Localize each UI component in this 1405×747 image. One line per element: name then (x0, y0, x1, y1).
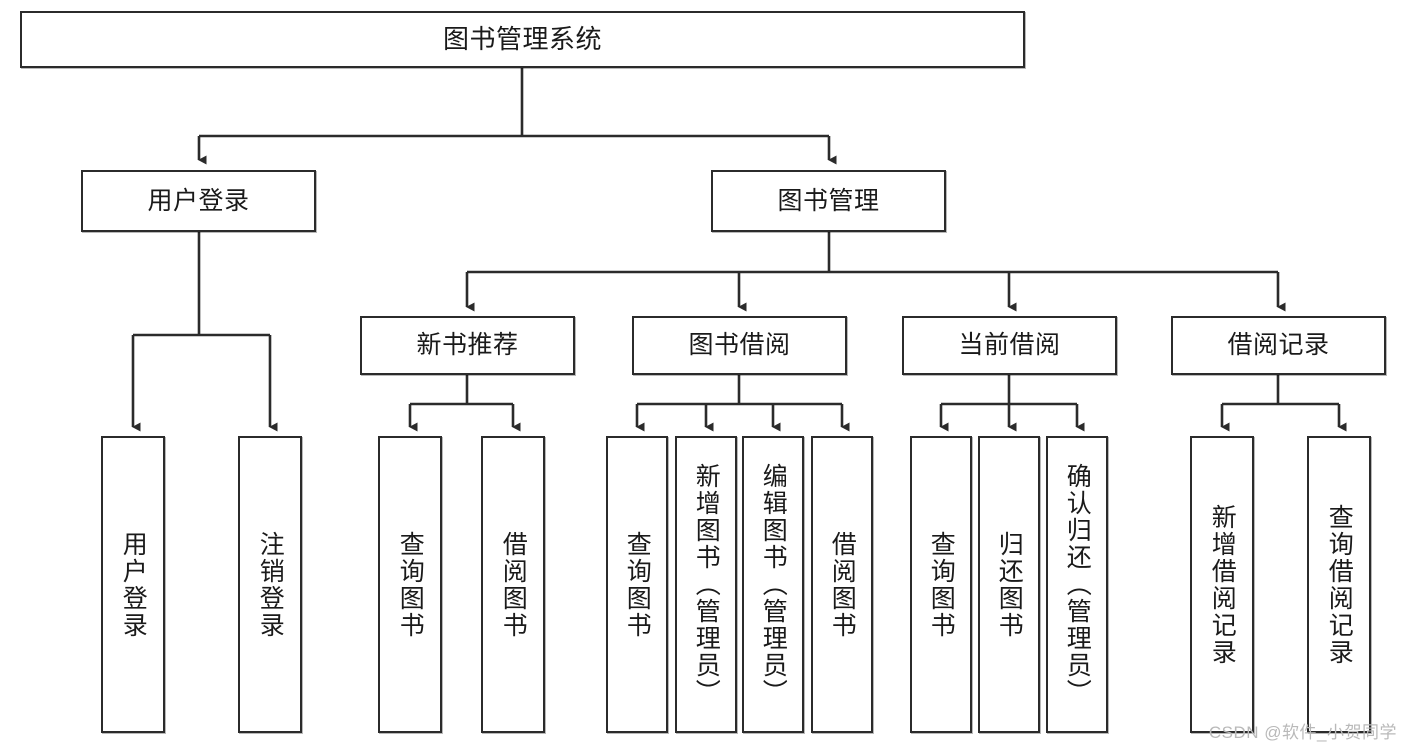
node-borrow-record[interactable]: 借阅记录 (1171, 316, 1386, 375)
node-label: 新增借阅记录 (1208, 503, 1237, 666)
leaf-user-login-signin[interactable]: 用户登录 (101, 436, 165, 733)
node-label: 借阅图书 (828, 530, 857, 639)
node-label: 用户登录 (119, 530, 148, 639)
node-label: 图书管理系统 (442, 23, 602, 54)
leaf-book-borrow-lend[interactable]: 借阅图书 (811, 436, 873, 733)
node-label: 图书借阅 (688, 331, 791, 360)
node-label: 查询图书 (396, 530, 425, 639)
node-label: 注销登录 (256, 530, 285, 639)
leaf-user-login-signout[interactable]: 注销登录 (238, 436, 302, 733)
node-label: 借阅记录 (1227, 331, 1330, 360)
node-user-login[interactable]: 用户登录 (81, 170, 316, 232)
node-label: 归还图书 (995, 530, 1024, 639)
node-label: 确认归还（管理员） (1063, 463, 1092, 706)
node-new-book-recommend[interactable]: 新书推荐 (360, 316, 575, 375)
leaf-new-book-query[interactable]: 查询图书 (378, 436, 442, 733)
leaf-book-borrow-edit[interactable]: 编辑图书（管理员） (742, 436, 804, 733)
leaf-borrow-record-add[interactable]: 新增借阅记录 (1190, 436, 1254, 733)
node-book-management[interactable]: 图书管理 (711, 170, 946, 232)
node-label: 查询借阅记录 (1325, 503, 1354, 666)
leaf-new-book-borrow[interactable]: 借阅图书 (481, 436, 545, 733)
node-label: 新增图书（管理员） (692, 463, 721, 706)
leaf-book-borrow-query[interactable]: 查询图书 (606, 436, 668, 733)
node-book-borrow[interactable]: 图书借阅 (632, 316, 847, 375)
node-root-system[interactable]: 图书管理系统 (20, 11, 1025, 68)
node-label: 查询图书 (623, 530, 652, 639)
leaf-current-borrow-confirm-return[interactable]: 确认归还（管理员） (1046, 436, 1108, 733)
leaf-current-borrow-query[interactable]: 查询图书 (910, 436, 972, 733)
watermark-text: CSDN @软件_小贺同学 (1208, 723, 1397, 742)
node-label: 新书推荐 (416, 331, 519, 360)
leaf-borrow-record-query[interactable]: 查询借阅记录 (1307, 436, 1371, 733)
node-label: 图书管理 (777, 186, 880, 215)
node-label: 用户登录 (147, 186, 250, 215)
leaf-book-borrow-add[interactable]: 新增图书（管理员） (675, 436, 737, 733)
node-label: 查询图书 (927, 530, 956, 639)
node-label: 当前借阅 (958, 331, 1061, 360)
node-current-borrow[interactable]: 当前借阅 (902, 316, 1117, 375)
leaf-current-borrow-return[interactable]: 归还图书 (978, 436, 1040, 733)
node-label: 借阅图书 (499, 530, 528, 639)
node-label: 编辑图书（管理员） (759, 463, 788, 706)
